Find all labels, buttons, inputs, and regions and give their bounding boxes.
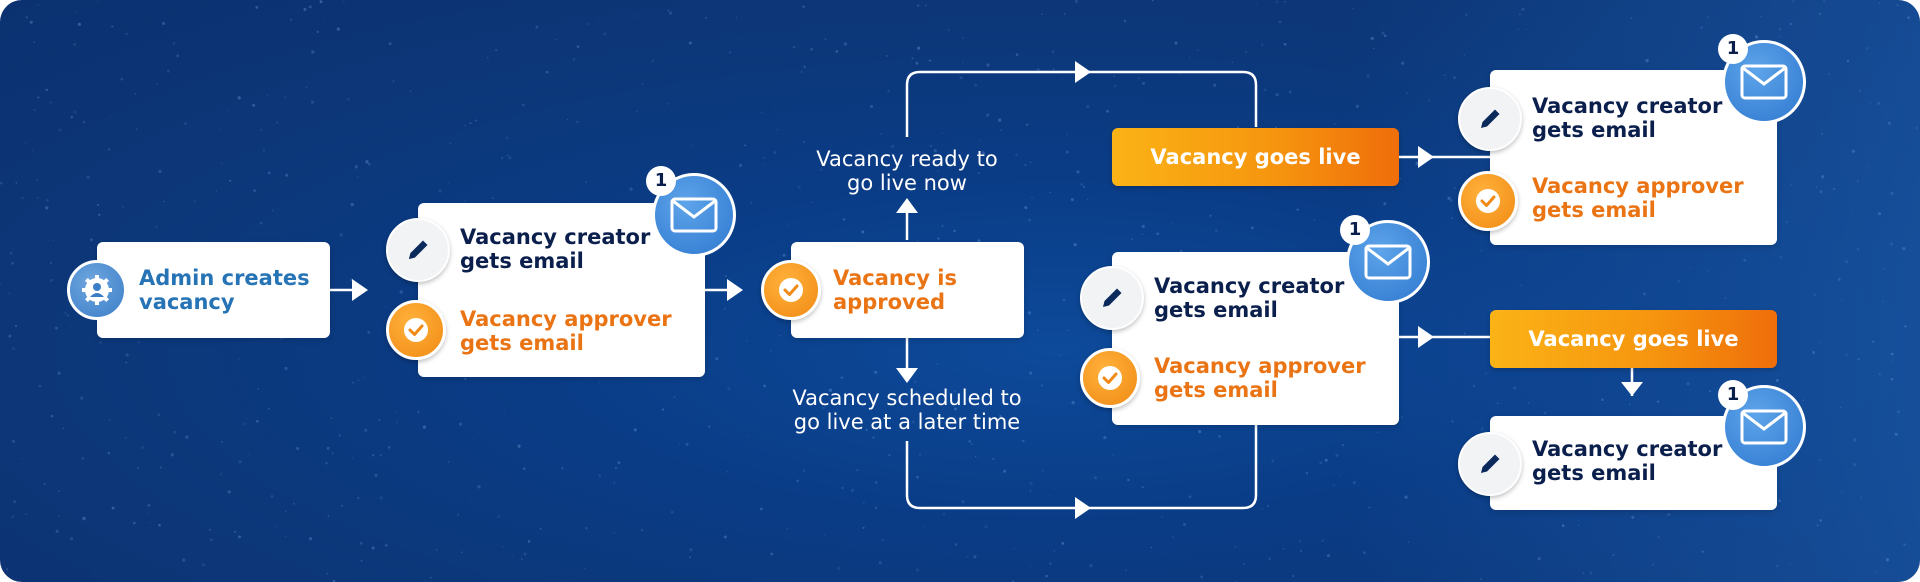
path-label-ready-now: Vacancy ready to go live now bbox=[777, 147, 1037, 195]
scheduled-approver-text: Vacancy approver gets email bbox=[1154, 354, 1366, 402]
live-now-approver-line1: Vacancy approver bbox=[1532, 174, 1744, 198]
admin-label-line1: Admin creates bbox=[139, 266, 310, 290]
step1-approver-line2: gets email bbox=[460, 331, 584, 355]
arrowhead-scheduled-live bbox=[1418, 326, 1434, 348]
step1-approver-text: Vacancy approver gets email bbox=[460, 307, 672, 355]
live-now-approver-text: Vacancy approver gets email bbox=[1532, 174, 1744, 222]
path-now-line2: go live now bbox=[847, 171, 967, 195]
step1-creator-line1: Vacancy creator bbox=[460, 225, 651, 249]
scheduled-creator-text: Vacancy creator gets email bbox=[1154, 274, 1344, 322]
step1-creator-text: Vacancy creator gets email bbox=[460, 225, 650, 273]
arrowhead-approved bbox=[727, 279, 743, 301]
arrowhead-final bbox=[1621, 382, 1643, 396]
arrowhead-down bbox=[896, 368, 918, 383]
goes-live-bar-now: Vacancy goes live bbox=[1112, 128, 1399, 186]
approved-label: Vacancy is approved bbox=[833, 266, 957, 314]
admin-card: Admin creates vacancy bbox=[97, 242, 330, 338]
live-now-creator-text: Vacancy creator gets email bbox=[1532, 94, 1722, 142]
final-creator-text: Vacancy creator gets email bbox=[1532, 437, 1722, 485]
live-now-approver-line2: gets email bbox=[1532, 198, 1656, 222]
live-now-creator-line1: Vacancy creator bbox=[1532, 94, 1723, 118]
admin-label: Admin creates vacancy bbox=[139, 266, 310, 314]
admin-label-line2: vacancy bbox=[139, 290, 235, 314]
path-later-line2: go live at a later time bbox=[793, 410, 1021, 434]
live-now-creator-line2: gets email bbox=[1532, 118, 1656, 142]
scheduled-approver-line2: gets email bbox=[1154, 378, 1278, 402]
path-label-scheduled: Vacancy scheduled to go live at a later … bbox=[767, 386, 1047, 434]
connector-bottom-loop bbox=[905, 425, 1258, 510]
final-creator-line2: gets email bbox=[1532, 461, 1656, 485]
scheduled-approver-line1: Vacancy approver bbox=[1154, 354, 1366, 378]
approved-card: Vacancy is approved bbox=[791, 242, 1024, 338]
path-now-line1: Vacancy ready to bbox=[816, 147, 998, 171]
arrowhead-up bbox=[896, 198, 918, 213]
arrowhead-top-loop bbox=[1075, 61, 1091, 83]
approved-badge-icon bbox=[386, 300, 446, 360]
arrowhead-live-email bbox=[1418, 146, 1434, 168]
scheduled-creator-line1: Vacancy creator bbox=[1154, 274, 1345, 298]
admin-gear-user-icon bbox=[67, 260, 127, 320]
scheduled-creator-line2: gets email bbox=[1154, 298, 1278, 322]
approved-badge-icon bbox=[761, 260, 821, 320]
arrowhead-admin bbox=[352, 279, 368, 301]
approved-badge-icon bbox=[1458, 171, 1518, 231]
email-count-badge: 1 bbox=[1718, 380, 1748, 410]
pencil-icon bbox=[1458, 87, 1522, 151]
pencil-icon bbox=[1080, 266, 1144, 330]
final-creator-line1: Vacancy creator bbox=[1532, 437, 1723, 461]
arrowhead-bottom-loop bbox=[1075, 497, 1091, 519]
final-email-card: Vacancy creator gets email bbox=[1490, 416, 1777, 510]
email-count-badge: 1 bbox=[1340, 215, 1370, 245]
email-count-badge: 1 bbox=[1718, 34, 1748, 64]
path-later-line1: Vacancy scheduled to bbox=[792, 386, 1022, 410]
pencil-icon bbox=[386, 218, 450, 282]
email-icon bbox=[1722, 385, 1806, 469]
approved-label-line1: Vacancy is bbox=[833, 266, 957, 290]
approved-label-line2: approved bbox=[833, 290, 945, 314]
approved-badge-icon bbox=[1080, 348, 1140, 408]
step1-creator-line2: gets email bbox=[460, 249, 584, 273]
goes-live-bar-scheduled: Vacancy goes live bbox=[1490, 310, 1777, 368]
pencil-icon bbox=[1458, 432, 1522, 496]
email-count-badge: 1 bbox=[646, 166, 676, 196]
step1-approver-line1: Vacancy approver bbox=[460, 307, 672, 331]
